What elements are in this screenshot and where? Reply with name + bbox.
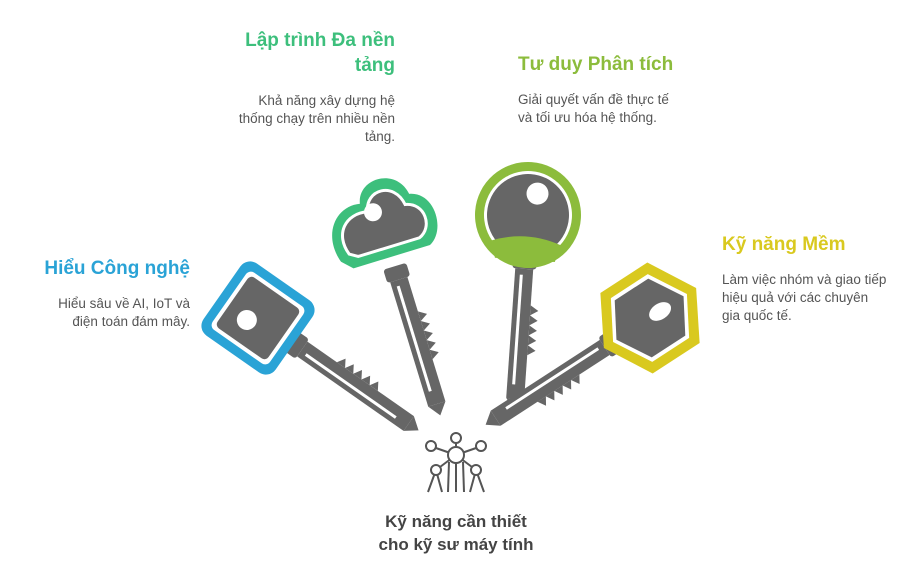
network-atom-icon xyxy=(425,432,487,493)
key-lap-trinh xyxy=(332,178,457,419)
skill-description: Giải quyết vấn đề thực tế và tối ưu hóa … xyxy=(518,92,669,125)
skill-title: Kỹ năng Mềm xyxy=(722,234,846,255)
skill-description: Hiểu sâu về AI, IoT và điện toán đám mây… xyxy=(58,296,190,329)
main-title: Kỹ năng cần thiết cho kỹ sư máy tính xyxy=(300,510,612,556)
skill-title: Tư duy Phân tích xyxy=(518,54,674,75)
skill-description: Khả năng xây dựng hệ thống chạy trên nhi… xyxy=(238,93,395,144)
main-title-line: cho kỹ sư máy tính xyxy=(378,535,534,554)
skill-ky-nang-mem: Kỹ năng Mềm Làm việc nhóm và giao tiếp h… xyxy=(722,232,887,325)
skill-description: Làm việc nhóm và giao tiếp hiệu quả với … xyxy=(722,272,887,323)
skill-lap-trinh: Lập trình Đa nền tảng Khả năng xây dựng … xyxy=(230,28,395,146)
key-tu-duy xyxy=(475,162,581,412)
key-ky-nang-mem xyxy=(479,262,700,440)
skill-hieu-cong-nghe: Hiểu Công nghệ Hiểu sâu về AI, IoT và đi… xyxy=(30,256,190,331)
key-hieu-cong-nghe xyxy=(201,261,429,441)
skill-title: Lập trình Đa nền tảng xyxy=(245,30,395,76)
skill-title: Hiểu Công nghệ xyxy=(44,258,190,279)
skill-tu-duy: Tư duy Phân tích Giải quyết vấn đề thực … xyxy=(518,52,683,127)
main-title-line: Kỹ năng cần thiết xyxy=(385,512,527,531)
